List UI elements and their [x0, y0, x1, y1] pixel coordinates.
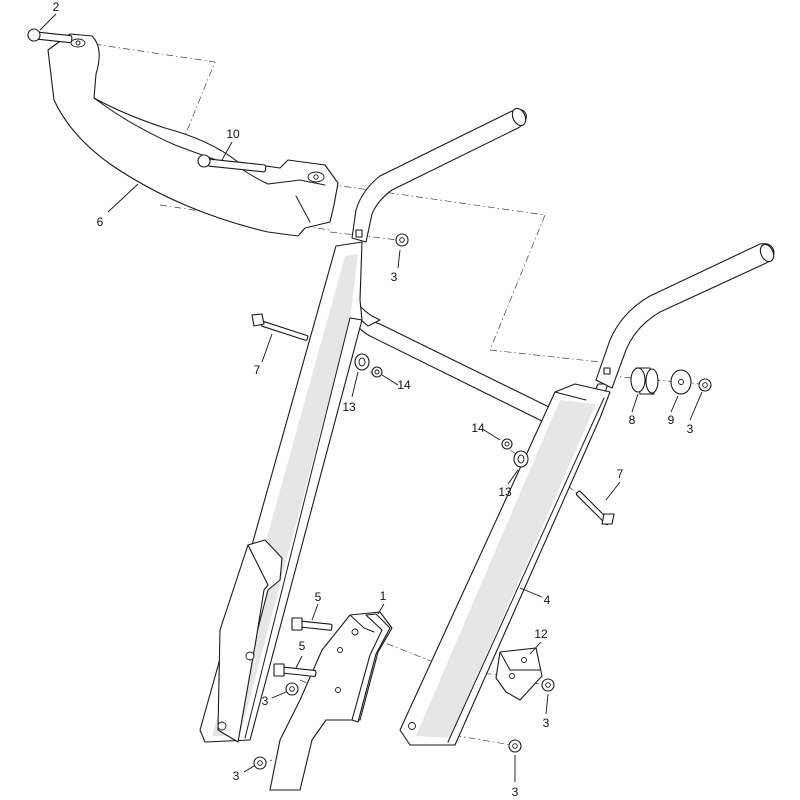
nut-3-a — [395, 233, 409, 247]
bolt-7-right — [575, 490, 615, 526]
callout-12: 12 — [534, 627, 548, 641]
callout-9: 9 — [668, 413, 675, 427]
callout-14a: 14 — [397, 378, 411, 392]
callout-4: 4 — [544, 593, 551, 607]
callout-10: 10 — [226, 127, 240, 141]
callout-14b: 14 — [471, 421, 485, 435]
callout-3e: 3 — [512, 785, 519, 799]
nut-3-b — [698, 378, 712, 392]
washer-9 — [670, 369, 692, 395]
bolt-7-left — [251, 313, 309, 341]
callout-13a: 13 — [342, 400, 356, 414]
nut-3-f — [253, 756, 267, 770]
spacer-13-right — [513, 450, 529, 468]
left-frame-leg — [199, 241, 363, 743]
right-frame-leg — [399, 383, 611, 746]
callout-3b: 3 — [687, 422, 694, 436]
pin-2 — [27, 28, 73, 44]
spacer-13-left — [354, 353, 370, 371]
callout-5a: 5 — [315, 590, 322, 604]
nut-14-right — [501, 438, 513, 450]
bracket-plate-1 — [269, 611, 393, 791]
callout-8: 8 — [629, 413, 636, 427]
bolt-5-upper — [291, 617, 333, 631]
callout-7a: 7 — [254, 363, 261, 377]
callout-3a: 3 — [391, 270, 398, 284]
upper-cover-panel — [47, 33, 339, 237]
bolt-5-lower — [273, 663, 317, 677]
small-bracket-12 — [495, 647, 543, 701]
nut-3-d — [541, 678, 555, 692]
callout-5b: 5 — [299, 639, 306, 653]
nut-14-left — [371, 366, 383, 378]
callout-labels: 1 2 3 3 3 3 3 3 4 5 5 6 7 7 8 9 10 12 13… — [53, 0, 694, 799]
callout-6: 6 — [97, 215, 104, 229]
callout-2: 2 — [53, 0, 60, 14]
nut-3-c — [285, 682, 299, 696]
leader-lines — [39, 13, 703, 782]
callout-13b: 13 — [498, 485, 512, 499]
nut-3-e — [508, 739, 522, 753]
callout-1: 1 — [380, 589, 387, 603]
callout-3d: 3 — [543, 716, 550, 730]
callout-3c: 3 — [262, 694, 269, 708]
callout-7b: 7 — [617, 467, 624, 481]
callout-3f: 3 — [233, 769, 240, 783]
pin-10 — [197, 154, 267, 173]
spacer-8 — [630, 367, 659, 395]
